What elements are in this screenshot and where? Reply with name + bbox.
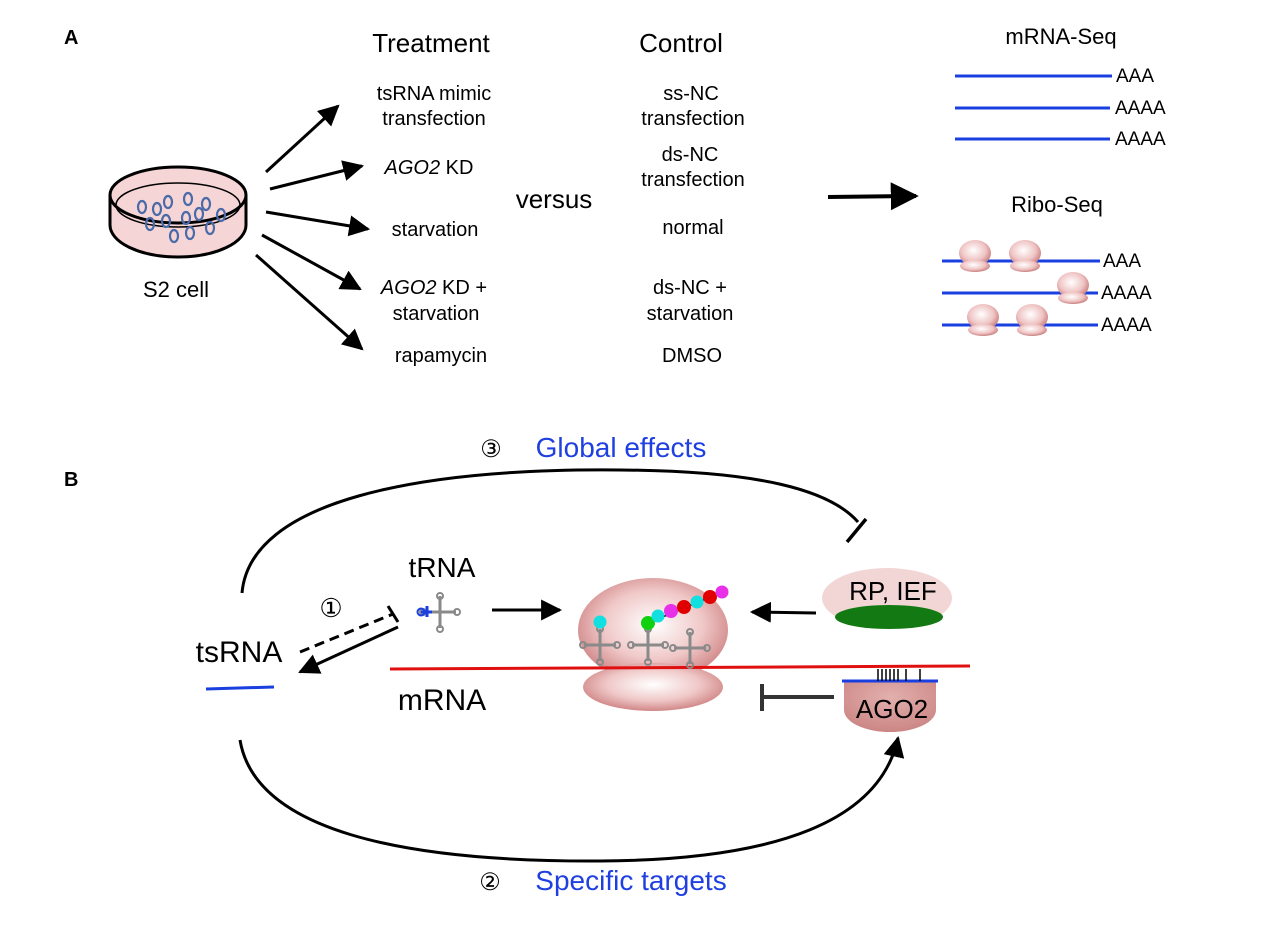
- ago2-inhibition: [760, 684, 834, 711]
- s2-cell-dish: [108, 165, 248, 259]
- control-header: Control: [639, 28, 723, 58]
- trna-label: tRNA: [409, 552, 476, 583]
- mrna-label: mRNA: [398, 684, 486, 717]
- global-effects-arc: [240, 468, 860, 594]
- control-item: starvation: [647, 303, 734, 325]
- ago2-complex: [842, 669, 938, 732]
- mrna-seq-tails: AAA AAAA AAAA: [1115, 66, 1166, 150]
- treatment-item: rapamycin: [395, 345, 487, 367]
- mrna-seq-reads: [955, 74, 1112, 141]
- rp-ief-complex: [822, 568, 952, 629]
- mrna-seq-title: mRNA-Seq: [1005, 24, 1116, 49]
- treatment-list: tsRNA mimic transfection AGO2 KD starvat…: [377, 83, 491, 367]
- trna-inhibition-bar: [386, 605, 400, 623]
- control-item: ss-NC: [663, 83, 719, 105]
- nascent-peptide-icon: [593, 585, 729, 630]
- polya-tail: AAAA: [1115, 129, 1166, 150]
- ribosome-footprints-icon: [959, 240, 1089, 336]
- panel-b-label: B: [64, 469, 78, 491]
- treatment-item: starvation: [392, 219, 479, 241]
- sequencing-arrow: [827, 182, 919, 211]
- treatment-header: Treatment: [372, 28, 490, 58]
- control-item: DMSO: [662, 345, 722, 367]
- trna-icon: [416, 591, 462, 634]
- control-item: ds-NC +: [653, 277, 727, 299]
- global-effects-label: Global effects: [536, 432, 707, 463]
- tsrna-strand: [205, 685, 275, 691]
- control-item: normal: [662, 217, 723, 239]
- specific-marker: ②: [479, 869, 501, 896]
- control-list: ss-NC transfection ds-NC transfection no…: [641, 83, 744, 367]
- treatment-item: starvation: [393, 303, 480, 325]
- trna-to-tsrna-arrow: [298, 625, 399, 674]
- control-item: transfection: [641, 108, 744, 130]
- treatment-item: AGO2 KD: [384, 157, 474, 179]
- versus-label: versus: [516, 184, 593, 214]
- mrna-strand: [389, 664, 971, 671]
- polya-tail: AAA: [1103, 251, 1141, 272]
- global-marker: ③: [480, 436, 502, 463]
- cell-label: S2 cell: [143, 277, 209, 302]
- rp-ief-label: RP, IEF: [849, 576, 937, 606]
- tsrna-to-trna-dashed: [299, 612, 394, 654]
- specific-targets-label: Specific targets: [535, 865, 726, 896]
- treatment-item: AGO2 KD +: [380, 277, 487, 299]
- polya-tail: AAAA: [1101, 315, 1152, 336]
- polya-tail: AAAA: [1101, 283, 1152, 304]
- tsrna-label: tsRNA: [196, 636, 283, 669]
- treatment-item: tsRNA mimic: [377, 83, 491, 105]
- treatment-arrows: [255, 104, 371, 351]
- specific-targets-arc: [238, 735, 905, 863]
- panel-a-label: A: [64, 27, 78, 49]
- marker-one: ①: [319, 593, 342, 623]
- control-item: ds-NC: [662, 144, 719, 166]
- ago2-label: AGO2: [856, 694, 928, 724]
- ribo-seq-tails: AAA AAAA AAAA: [1101, 251, 1152, 336]
- global-inhibition-bar: [845, 517, 868, 544]
- treatment-item: transfection: [382, 108, 485, 130]
- polya-tail: AAA: [1116, 66, 1154, 87]
- cells-icon: [136, 191, 227, 244]
- ribo-seq-title: Ribo-Seq: [1011, 192, 1103, 217]
- control-item: transfection: [641, 169, 744, 191]
- polya-tail: AAAA: [1115, 98, 1166, 119]
- rp-to-ribosome-arrow: [749, 601, 817, 623]
